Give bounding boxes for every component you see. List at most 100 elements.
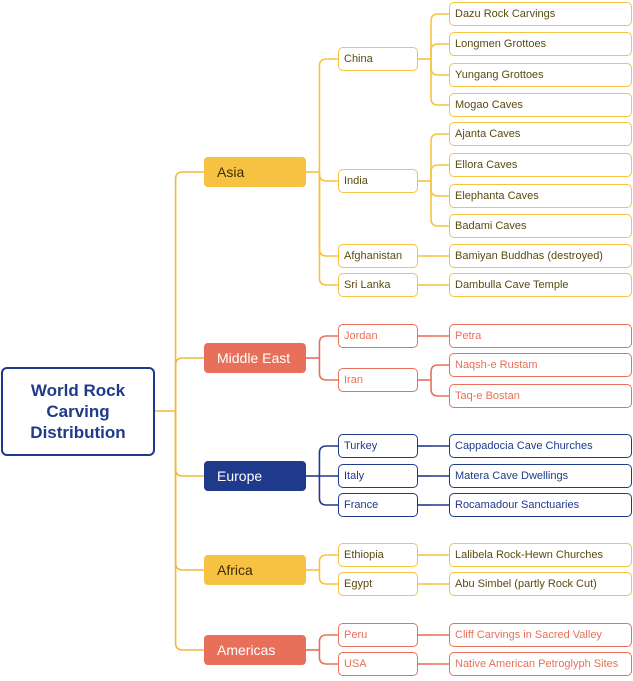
country-peru[interactable]: Peru: [338, 623, 418, 647]
site-label: Lalibela Rock-Hewn Churches: [455, 549, 603, 561]
region-bracket: [306, 554, 338, 585]
connector-line: [430, 380, 449, 397]
site-label: Dazu Rock Carvings: [455, 8, 556, 20]
root-label: World Rock Carving Distribution: [30, 381, 126, 442]
connector-line: [430, 59, 449, 106]
region-label: Africa: [217, 562, 253, 578]
site-longmen[interactable]: Longmen Grottoes: [449, 32, 632, 56]
country-afghanistan[interactable]: Afghanistan: [338, 244, 418, 268]
country-jordan[interactable]: Jordan: [338, 324, 418, 348]
country-label: China: [344, 53, 373, 65]
connector-line: [318, 172, 338, 286]
site-lalibela[interactable]: Lalibela Rock-Hewn Churches: [449, 543, 632, 567]
site-naqsh-e-rustam[interactable]: Naqsh-e Rustam: [449, 353, 632, 377]
country-label: USA: [344, 658, 367, 670]
site-dazu[interactable]: Dazu Rock Carvings: [449, 2, 632, 26]
country-label: Afghanistan: [344, 250, 403, 262]
site-label: Badami Caves: [455, 220, 527, 232]
country-bracket: [418, 364, 449, 397]
country-bracket: [418, 133, 449, 227]
site-label: Cliff Carvings in Sacred Valley: [455, 629, 602, 641]
site-badami[interactable]: Badami Caves: [449, 214, 632, 238]
country-ethiopia[interactable]: Ethiopia: [338, 543, 418, 567]
site-label: Bamiyan Buddhas (destroyed): [455, 250, 603, 262]
site-label: Petra: [455, 330, 482, 342]
site-bamiyan[interactable]: Bamiyan Buddhas (destroyed): [449, 244, 632, 268]
region-label: Americas: [217, 642, 276, 658]
region-africa[interactable]: Africa: [204, 555, 306, 585]
site-label: Longmen Grottoes: [455, 38, 547, 50]
country-italy[interactable]: Italy: [338, 464, 418, 488]
site-petra[interactable]: Petra: [449, 324, 632, 348]
country-iran[interactable]: Iran: [338, 368, 418, 392]
site-label: Cappadocia Cave Churches: [455, 440, 593, 452]
site-ajanta[interactable]: Ajanta Caves: [449, 122, 632, 146]
region-middle-east[interactable]: Middle East: [204, 343, 306, 373]
region-europe[interactable]: Europe: [204, 461, 306, 491]
connector-line: [174, 411, 204, 651]
connector-line: [318, 476, 338, 506]
country-usa[interactable]: USA: [338, 652, 418, 676]
country-turkey[interactable]: Turkey: [338, 434, 418, 458]
site-label: Naqsh-e Rustam: [455, 359, 538, 371]
connector-line: [318, 634, 338, 650]
connector-line: [430, 13, 449, 59]
region-label: Asia: [217, 164, 245, 180]
connector-line: [318, 554, 338, 570]
site-label: Elephanta Caves: [455, 190, 539, 202]
site-rocamadour[interactable]: Rocamadour Sanctuaries: [449, 493, 632, 517]
site-elephanta[interactable]: Elephanta Caves: [449, 184, 632, 208]
root-bracket: [155, 171, 204, 651]
region-bracket: [306, 335, 338, 381]
site-petroglyphs[interactable]: Native American Petroglyph Sites: [449, 652, 632, 676]
site-ellora[interactable]: Ellora Caves: [449, 153, 632, 177]
connector-line: [318, 445, 338, 476]
connector-line: [174, 411, 204, 477]
country-france[interactable]: France: [338, 493, 418, 517]
country-egypt[interactable]: Egypt: [338, 572, 418, 596]
connector-line: [174, 411, 204, 571]
country-india[interactable]: India: [338, 169, 418, 193]
site-yungang[interactable]: Yungang Grottoes: [449, 63, 632, 87]
site-label: Yungang Grottoes: [455, 69, 544, 81]
site-label: Mogao Caves: [455, 99, 523, 111]
site-label: Matera Cave Dwellings: [455, 470, 569, 482]
connector-line: [318, 650, 338, 665]
country-label: Iran: [344, 374, 363, 386]
country-label: Turkey: [344, 440, 378, 452]
region-americas[interactable]: Americas: [204, 635, 306, 665]
site-matera[interactable]: Matera Cave Dwellings: [449, 464, 632, 488]
connector-line: [318, 172, 338, 257]
site-dambulla[interactable]: Dambulla Cave Temple: [449, 273, 632, 297]
region-asia[interactable]: Asia: [204, 157, 306, 187]
country-label: Sri Lanka: [344, 279, 391, 291]
connector-line: [430, 181, 449, 227]
site-cappadocia[interactable]: Cappadocia Cave Churches: [449, 434, 632, 458]
connector-line: [318, 570, 338, 585]
country-label: Egypt: [344, 578, 373, 590]
site-taq-e-bostan[interactable]: Taq-e Bostan: [449, 384, 632, 408]
country-label: Italy: [344, 470, 365, 482]
site-label: Ellora Caves: [455, 159, 518, 171]
site-abu-simbel[interactable]: Abu Simbel (partly Rock Cut): [449, 572, 632, 596]
connector-line: [430, 181, 449, 197]
connector-line: [174, 171, 204, 411]
site-label: Native American Petroglyph Sites: [455, 658, 619, 670]
connector-line: [318, 335, 338, 358]
site-sacred-valley[interactable]: Cliff Carvings in Sacred Valley: [449, 623, 632, 647]
site-label: Dambulla Cave Temple: [455, 279, 569, 291]
region-bracket: [306, 634, 338, 665]
country-sri-lanka[interactable]: Sri Lanka: [338, 273, 418, 297]
site-label: Ajanta Caves: [455, 128, 521, 140]
region-bracket: [306, 58, 338, 286]
country-china[interactable]: China: [338, 47, 418, 71]
site-label: Rocamadour Sanctuaries: [455, 499, 580, 511]
country-label: India: [344, 175, 368, 187]
root-node[interactable]: World Rock Carving Distribution: [1, 367, 155, 456]
connector-line: [318, 58, 338, 172]
site-mogao[interactable]: Mogao Caves: [449, 93, 632, 117]
connector-line: [430, 59, 449, 76]
connector-line: [174, 357, 204, 411]
site-label: Taq-e Bostan: [455, 390, 520, 402]
